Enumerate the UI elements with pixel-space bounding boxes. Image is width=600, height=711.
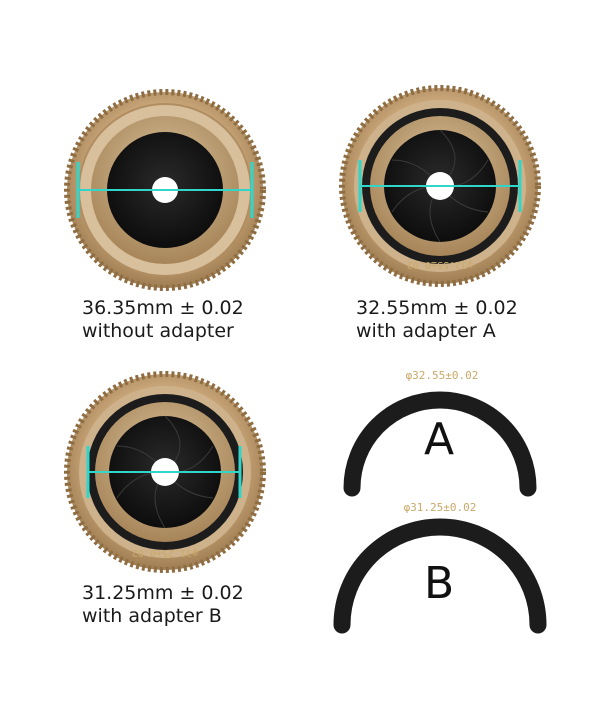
ring-engraving-a: φ32.55±0.02 (407, 259, 473, 270)
adapter-ring-a: φ32.55±0.02 (343, 369, 537, 497)
caption-adapter-b: 31.25mm ± 0.02 with adapter B (82, 582, 244, 628)
ring-b-engraving: φ31.25±0.02 (404, 501, 477, 514)
caption-adapter-a: 32.55mm ± 0.02 with adapter A (356, 297, 518, 343)
ring-engraving-b: φ31.25±0.02 (132, 547, 198, 558)
lens-no-adapter (64, 89, 266, 291)
measurement-no-adapter: 36.35mm ± 0.02 (82, 297, 244, 319)
measurement-adapter-b: 31.25mm ± 0.02 (82, 582, 244, 604)
lens-adapter-b: φ31.25±0.02 (64, 371, 266, 573)
label-no-adapter: without adapter (82, 320, 234, 342)
ring-a-engraving: φ32.55±0.02 (406, 369, 479, 382)
adapter-ring-b: φ31.25±0.02 (333, 501, 547, 634)
label-adapter-b: with adapter B (82, 605, 222, 627)
caption-no-adapter: 36.35mm ± 0.02 without adapter (82, 297, 244, 343)
measurement-adapter-a: 32.55mm ± 0.02 (356, 297, 518, 319)
label-adapter-a: with adapter A (356, 320, 496, 342)
lens-adapter-a: φ32.55±0.02 (339, 85, 541, 287)
adapter-letter-b: B (424, 558, 455, 609)
adapter-letter-a: A (424, 414, 455, 465)
